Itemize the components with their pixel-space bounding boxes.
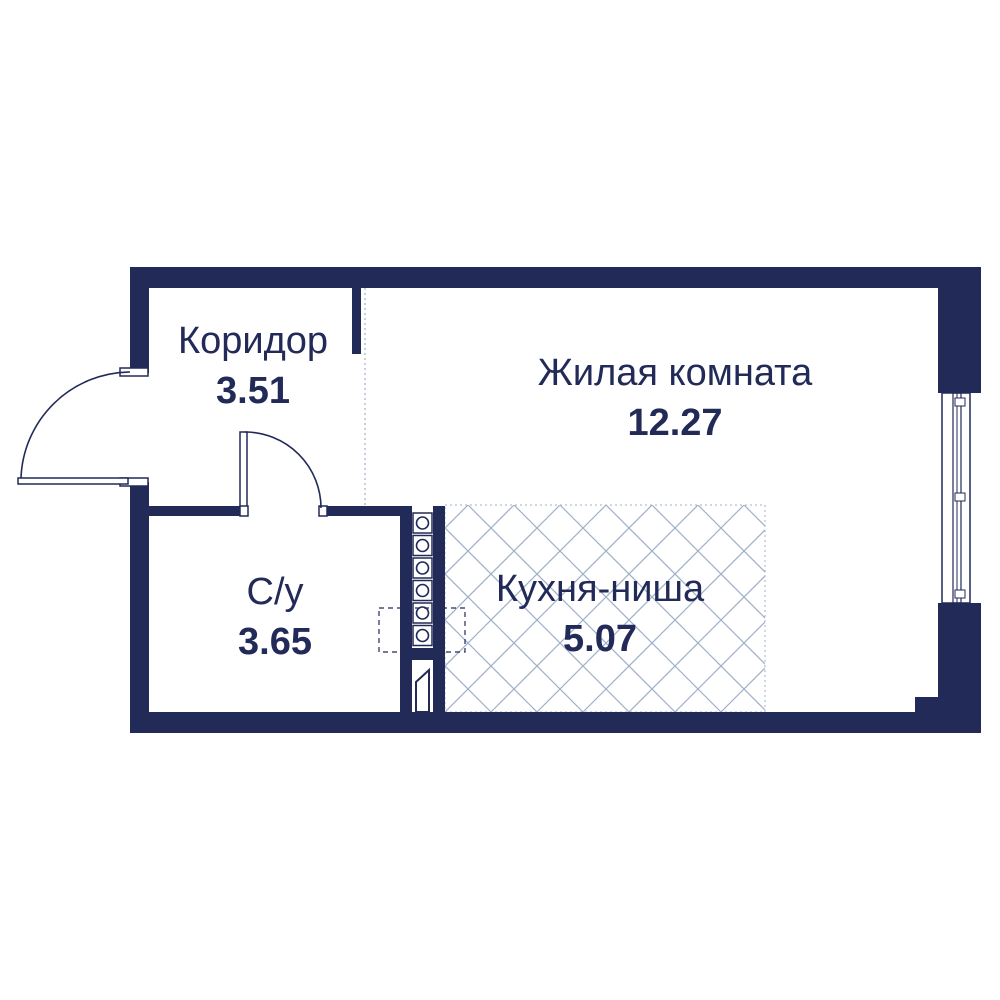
room-label-kitchen: Кухня-ниша 5.07 <box>445 570 755 658</box>
bathroom-right-wall <box>400 506 412 712</box>
top-wall <box>130 267 981 288</box>
bathroom-top-wall-left <box>149 506 245 516</box>
window-icon <box>941 392 971 604</box>
bottom-wall <box>130 712 981 733</box>
room-name-living: Жилая комната <box>537 352 813 394</box>
room-name-corridor: Коридор <box>177 320 329 362</box>
bathroom-top-wall-right <box>323 506 403 516</box>
room-area-corridor: 3.51 <box>216 370 290 412</box>
left-wall-top <box>130 267 149 373</box>
bottom-right-notch <box>915 697 981 733</box>
room-area-bathroom: 3.65 <box>238 621 312 663</box>
corridor-partition <box>352 288 361 354</box>
shaft-separator <box>412 648 433 660</box>
room-name-bathroom: С/у <box>246 571 304 613</box>
walls <box>130 267 981 733</box>
bathroom-door-swing-icon[interactable] <box>239 431 328 517</box>
room-label-living: Жилая комната 12.27 <box>480 354 870 442</box>
right-wall-upper <box>938 267 981 393</box>
stove-dashed-outline <box>378 607 466 653</box>
room-area-kitchen: 5.07 <box>563 618 637 660</box>
room-label-corridor: Коридор 3.51 <box>150 322 356 410</box>
left-wall-bottom <box>130 482 149 733</box>
entry-door-swing-icon[interactable] <box>17 367 149 487</box>
kitchen-tile-floor <box>445 505 765 712</box>
room-label-bathroom: С/у 3.65 <box>150 573 400 661</box>
room-area-living: 12.27 <box>627 402 723 444</box>
shaft-right-wall <box>433 506 445 712</box>
room-name-kitchen: Кухня-ниша <box>495 568 705 610</box>
